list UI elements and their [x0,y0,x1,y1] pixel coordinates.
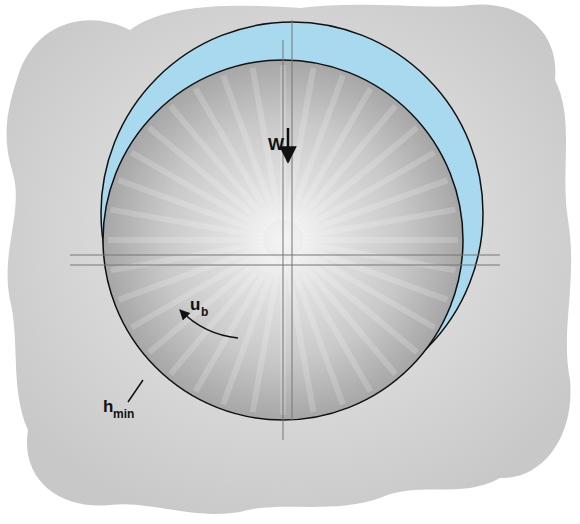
velocity-label: u [190,296,200,313]
film-thickness-label: h [103,398,113,415]
leader-line [128,380,143,402]
centre-lines [70,20,500,440]
film-thickness-subscript: min [113,408,134,420]
load-arrow [287,128,290,162]
load-label: W [268,136,284,153]
texture-ray [286,260,313,413]
texture-ray [303,210,456,237]
surface-velocity-arrow [180,310,238,338]
housing-ground [7,4,572,513]
texture-ray [108,237,263,243]
texture-ray [303,237,458,243]
velocity-subscript: b [201,306,208,318]
texture-ray [111,243,264,270]
